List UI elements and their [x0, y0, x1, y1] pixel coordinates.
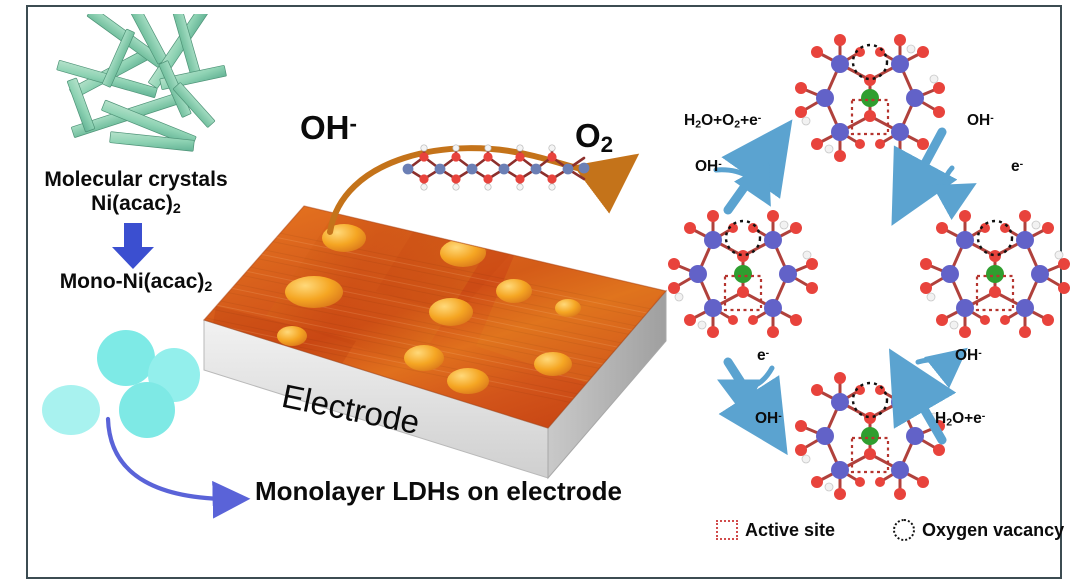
oxygen-vacancy-marker — [851, 381, 889, 419]
cycle-label-bottom-right-product: H2O+e- — [935, 410, 986, 429]
oh-reactant-label: OH- — [300, 109, 357, 146]
monolayer-blob — [97, 330, 155, 386]
transfer-arrow-icon — [105, 416, 251, 519]
legend: Active site Oxygen vacancy — [716, 519, 1064, 541]
cycle-label-bottom-right-reactant: OH- — [955, 347, 982, 364]
cycle-label-bottom-left-reactant: OH- — [755, 410, 782, 427]
monolayer-blob — [42, 385, 100, 435]
legend-label: Oxygen vacancy — [922, 519, 1065, 540]
active-metal-atom — [861, 427, 879, 445]
ldh-layer-model — [402, 144, 590, 191]
molecular-crystals-caption: Molecular crystals Ni(acac)2 — [18, 168, 254, 217]
molecular-crystals-illustration — [56, 14, 227, 152]
oxygen-vacancy-swatch-icon — [893, 519, 916, 541]
cycle-label-bottom-left-product: e- — [757, 347, 770, 364]
active-metal-atom — [986, 265, 1004, 283]
active-site-marker — [850, 98, 890, 136]
legend-label: Active site — [745, 519, 836, 540]
legend-item-oxygen-vacancy: Oxygen vacancy — [893, 519, 1064, 541]
oxygen-vacancy-marker — [724, 219, 762, 257]
crystals-caption-line2: Ni(acac)2 — [91, 191, 181, 217]
active-site-marker — [850, 436, 890, 474]
oer-reaction-arrow — [327, 145, 640, 235]
monolayer-blob — [119, 382, 175, 438]
crystals-caption-line1: Molecular crystals — [44, 168, 228, 191]
cycle-label-top-left-reactant: OH- — [695, 158, 722, 175]
cluster-step-top — [795, 34, 945, 162]
active-metal-atom — [861, 89, 879, 107]
legend-item-active-site: Active site — [716, 520, 835, 541]
cycle-label-top-left-products: H2O+O2+e- — [684, 112, 762, 131]
active-site-swatch-icon — [716, 520, 738, 540]
oxygen-vacancy-marker — [851, 43, 889, 81]
active-site-marker — [723, 274, 763, 312]
electrode-slab-illustration — [202, 205, 668, 480]
o2-product-label: O2 — [575, 117, 614, 157]
oxygen-vacancy-marker — [976, 219, 1014, 257]
cluster-step-left — [668, 210, 818, 338]
mono-caption: Mono-Ni(acac)2 — [59, 270, 213, 296]
cycle-label-top-right-product: e- — [1011, 158, 1024, 175]
cluster-step-right — [920, 210, 1070, 338]
cluster-step-bottom — [795, 372, 945, 500]
down-arrow-icon — [112, 223, 154, 269]
active-site-marker — [975, 274, 1015, 312]
active-metal-atom — [734, 265, 752, 283]
monolayer-ldh-caption: Monolayer LDHs on electrode — [255, 476, 622, 506]
cycle-label-top-right-reactant: OH- — [967, 112, 994, 129]
